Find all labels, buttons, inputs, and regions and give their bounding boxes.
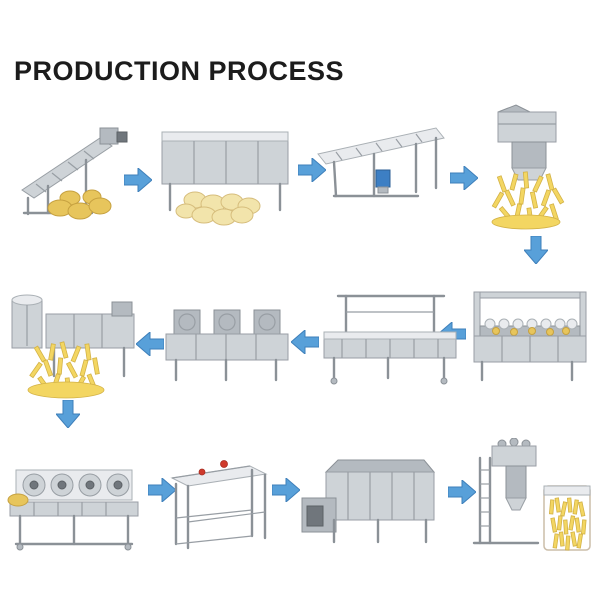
arrow-down-icon xyxy=(54,399,82,433)
page-title: PRODUCTION PROCESS xyxy=(14,56,345,86)
stage-washing-machine xyxy=(468,278,595,388)
stage-picking-conveyor-table xyxy=(162,448,277,558)
frying-machine-icon xyxy=(11,294,135,399)
washing-rollers xyxy=(484,318,578,330)
stage-freezing-tunnel xyxy=(298,450,443,555)
freezing-tunnel-icon xyxy=(301,459,436,544)
arrow-right-icon xyxy=(147,476,177,507)
packaged-fries-bag xyxy=(543,485,591,551)
french-fry-cutting-machine-icon xyxy=(491,104,565,230)
stage-blanching-machine xyxy=(318,286,463,386)
stage-potato-peeling-machine xyxy=(150,118,300,228)
table-knob xyxy=(220,460,228,468)
cooling-fans xyxy=(22,473,130,497)
fried-french-fries xyxy=(27,341,105,399)
packing-machine-icon xyxy=(472,437,591,551)
de-oiling-machine-icon xyxy=(7,469,139,551)
arrow-right-icon xyxy=(447,478,477,509)
arrow-left-icon xyxy=(290,328,320,359)
potato-pieces xyxy=(492,327,570,336)
arrow-left-icon xyxy=(135,330,165,361)
air-drying-machine-icon xyxy=(165,309,289,382)
table-knob xyxy=(198,468,206,476)
arrow-right-icon xyxy=(449,164,479,195)
peeled-potatoes xyxy=(175,191,261,226)
arrow-right-icon xyxy=(297,156,327,187)
washing-machine-icon xyxy=(473,291,587,382)
potato-elevator-icon xyxy=(21,127,128,220)
tunnel-entrance xyxy=(306,505,324,527)
potato-peeling-machine-icon xyxy=(161,131,289,226)
stage-de-oiling-machine xyxy=(4,444,144,554)
blanching-machine-icon xyxy=(323,294,457,385)
picking-conveyor-table-icon xyxy=(170,460,268,550)
potatoes xyxy=(47,189,112,220)
stage-inspection-conveyor xyxy=(312,112,452,212)
conveyor-motor xyxy=(375,169,391,188)
arrow-down-icon xyxy=(522,235,550,269)
arrow-right-icon xyxy=(123,166,153,197)
stage-air-drying-machine xyxy=(160,292,295,387)
stage-packing-machine xyxy=(468,437,595,563)
stage-potato-elevator xyxy=(8,112,143,224)
fries-on-belt xyxy=(7,493,29,507)
stage-french-fry-cutting-machine xyxy=(470,104,590,230)
stage-frying-machine xyxy=(4,284,144,399)
arrow-right-icon xyxy=(271,476,301,507)
inspection-conveyor-icon xyxy=(317,127,445,198)
french-fries xyxy=(491,171,565,230)
